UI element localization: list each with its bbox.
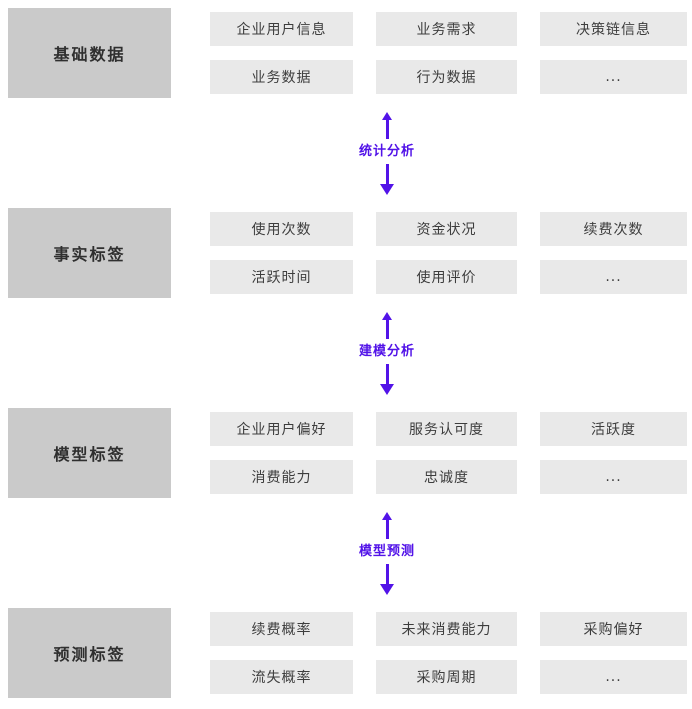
stage-box-fact-tags: 事实标签 (8, 208, 171, 298)
item-box: 采购周期 (376, 660, 517, 694)
arrow-line (385, 163, 389, 184)
item-box: 采购偏好 (540, 612, 687, 646)
connector-row: 统计分析 (0, 98, 692, 208)
item-box: 活跃时间 (210, 260, 353, 294)
stage-box-basic-data: 基础数据 (8, 8, 171, 98)
section-fact-tags: 事实标签 使用次数 资金状况 续费次数 活跃时间 使用评价 ... (8, 208, 692, 298)
connector-model-prediction: 模型预测 (359, 498, 415, 608)
connector-row: 模型预测 (0, 498, 692, 608)
connector-statistical-analysis: 统计分析 (359, 98, 415, 208)
arrow-line (385, 563, 389, 584)
item-box: 使用评价 (376, 260, 517, 294)
arrow-down-icon (379, 183, 394, 195)
item-box: 企业用户偏好 (210, 412, 353, 446)
item-box-ellipsis: ... (540, 460, 687, 494)
items-grid-fact-tags: 使用次数 资金状况 续费次数 活跃时间 使用评价 ... (210, 212, 687, 294)
arrow-line (385, 119, 389, 139)
arrow-down-icon (379, 583, 394, 595)
item-box: 续费概率 (210, 612, 353, 646)
item-box: 服务认可度 (376, 412, 517, 446)
item-box: 使用次数 (210, 212, 353, 246)
connector-row: 建模分析 (0, 298, 692, 408)
arrow-up-icon (381, 311, 392, 320)
item-box: 流失概率 (210, 660, 353, 694)
arrow-down-icon (379, 383, 394, 395)
items-grid-model-tags: 企业用户偏好 服务认可度 活跃度 消费能力 忠诚度 ... (210, 412, 687, 494)
connector-label: 模型预测 (358, 543, 416, 559)
section-model-tags: 模型标签 企业用户偏好 服务认可度 活跃度 消费能力 忠诚度 ... (8, 408, 692, 498)
item-box: 行为数据 (376, 60, 517, 94)
item-box: 业务需求 (376, 12, 517, 46)
stage-box-model-tags: 模型标签 (8, 408, 171, 498)
connector-modeling-analysis: 建模分析 (359, 298, 415, 408)
arrow-line (385, 363, 389, 384)
item-box: 决策链信息 (540, 12, 687, 46)
item-box: 忠诚度 (376, 460, 517, 494)
item-box: 消费能力 (210, 460, 353, 494)
connector-label: 统计分析 (358, 143, 416, 159)
item-box: 未来消费能力 (376, 612, 517, 646)
arrow-up-icon (381, 111, 392, 120)
arrow-line (385, 519, 389, 539)
section-basic-data: 基础数据 企业用户信息 业务需求 决策链信息 业务数据 行为数据 ... (8, 8, 692, 98)
item-box-ellipsis: ... (540, 260, 687, 294)
items-grid-prediction-tags: 续费概率 未来消费能力 采购偏好 流失概率 采购周期 ... (210, 612, 687, 694)
arrow-up-icon (381, 511, 392, 520)
item-box: 续费次数 (540, 212, 687, 246)
arrow-line (385, 319, 389, 339)
item-box-ellipsis: ... (540, 60, 687, 94)
item-box-ellipsis: ... (540, 660, 687, 694)
stage-box-prediction-tags: 预测标签 (8, 608, 171, 698)
item-box: 活跃度 (540, 412, 687, 446)
item-box: 资金状况 (376, 212, 517, 246)
items-grid-basic-data: 企业用户信息 业务需求 决策链信息 业务数据 行为数据 ... (210, 12, 687, 94)
section-prediction-tags: 预测标签 续费概率 未来消费能力 采购偏好 流失概率 采购周期 ... (8, 608, 692, 698)
item-box: 业务数据 (210, 60, 353, 94)
connector-label: 建模分析 (358, 343, 416, 359)
item-box: 企业用户信息 (210, 12, 353, 46)
